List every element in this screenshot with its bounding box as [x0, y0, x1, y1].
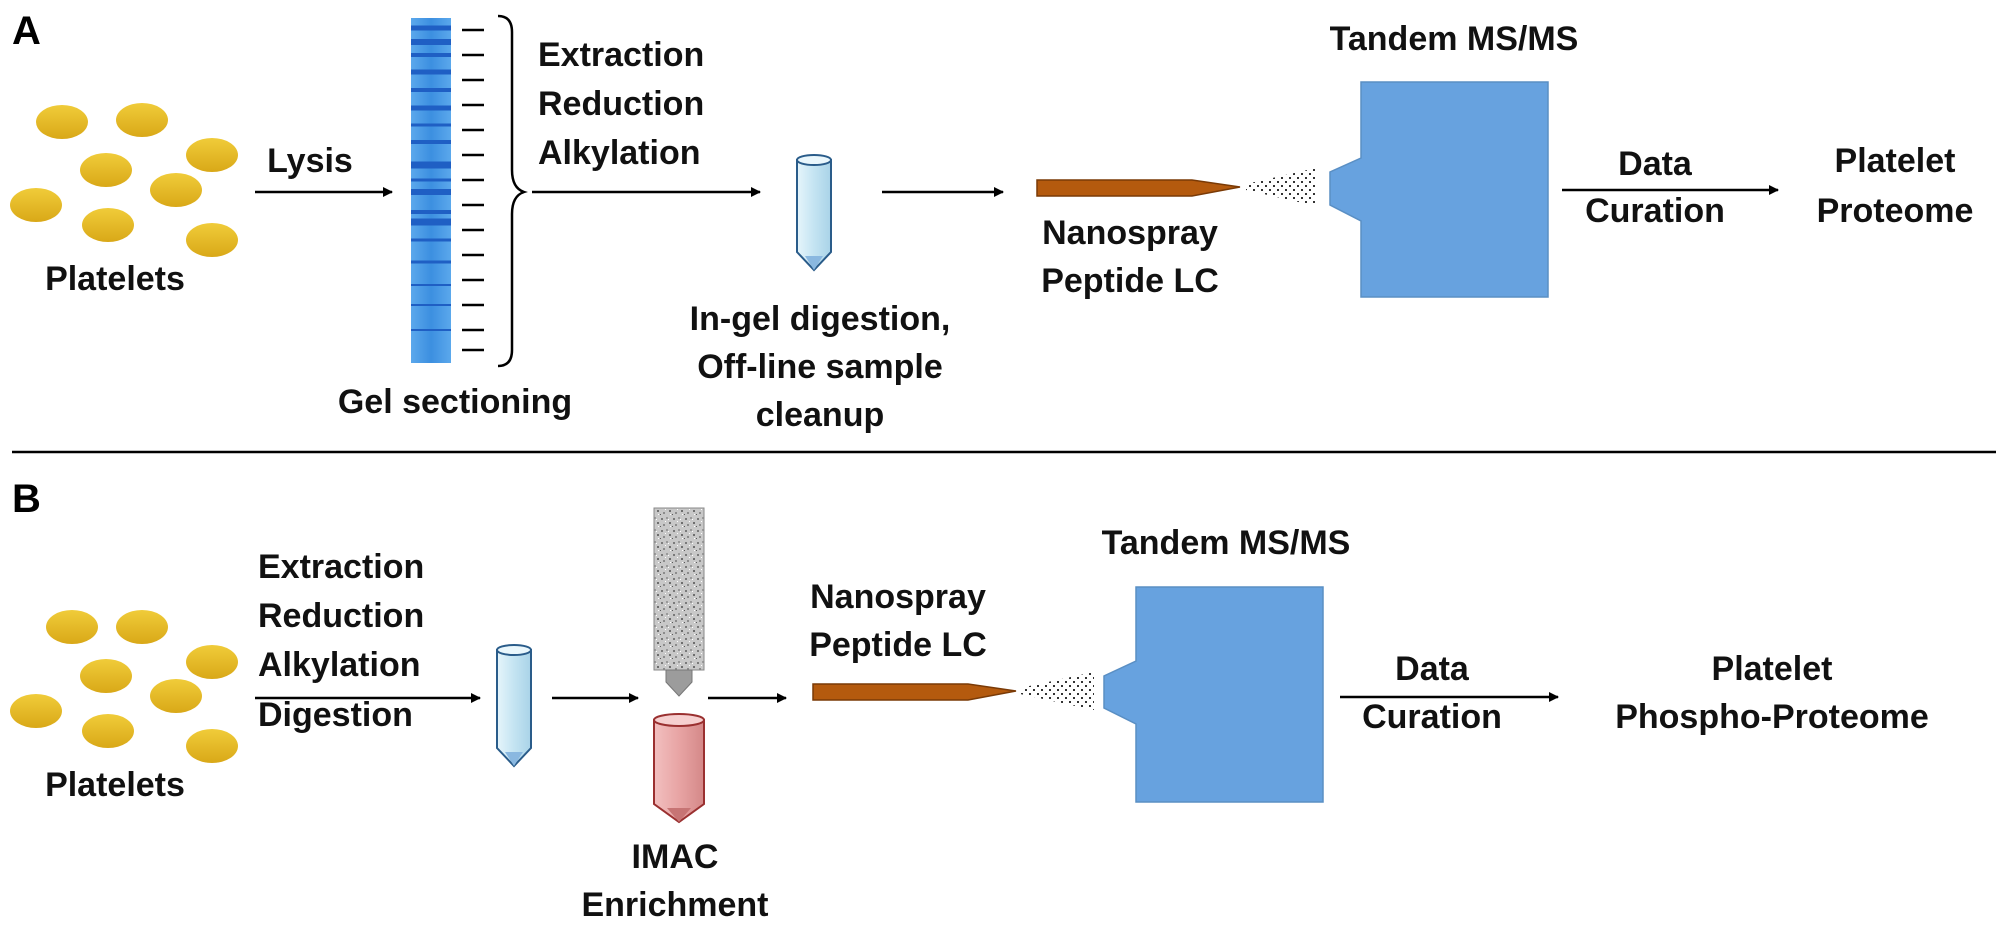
gel-brace — [497, 14, 528, 368]
platelet — [10, 694, 62, 728]
gel-section-ticks — [462, 28, 484, 352]
panel-b-letter: B — [12, 477, 41, 521]
curation-label-a-line2: Curation — [1585, 192, 1725, 230]
curation-label-a-line1: Data — [1618, 145, 1693, 183]
prep-step-alkylation-b: Alkylation — [258, 646, 420, 684]
platelet — [116, 610, 168, 644]
platelet — [186, 223, 238, 257]
platelet — [82, 208, 134, 242]
digestion-tube-a — [796, 154, 832, 272]
lc-column-b — [812, 672, 1094, 710]
platelet — [46, 610, 98, 644]
platelets-label-a: Platelets — [45, 260, 185, 298]
platelets-label-b: Platelets — [45, 766, 185, 804]
ms-label-b: Tandem MS/MS — [1102, 524, 1351, 562]
platelet — [80, 153, 132, 187]
platelet — [82, 714, 134, 748]
lysis-label: Lysis — [267, 142, 353, 180]
platelet — [10, 188, 62, 222]
result-label-b-line2: Phospho-Proteome — [1615, 698, 1929, 736]
platelet — [36, 105, 88, 139]
ms-label-a: Tandem MS/MS — [1330, 20, 1579, 58]
result-label-a-line1: Platelet — [1835, 142, 1956, 180]
digestion-label-line3: cleanup — [756, 396, 884, 434]
platelet — [150, 173, 202, 207]
platelet — [116, 103, 168, 137]
lc-label-a-line2: Peptide LC — [1041, 262, 1219, 300]
lc-label-a-line1: Nanospray — [1042, 214, 1218, 252]
platelets-cluster-a — [10, 103, 238, 257]
platelet — [186, 729, 238, 763]
gel-lane — [411, 18, 451, 363]
imac-label-line2: Enrichment — [581, 886, 768, 924]
digestion-tube-b — [496, 644, 532, 768]
platelet — [150, 679, 202, 713]
lc-label-b-line1: Nanospray — [810, 578, 986, 616]
platelet — [186, 138, 238, 172]
digestion-label-line2: Off-line sample — [697, 348, 943, 386]
platelet — [186, 645, 238, 679]
ms-instrument-b — [1103, 586, 1324, 803]
digestion-label-line1: In-gel digestion, — [690, 300, 951, 338]
imac-column-stack — [653, 507, 705, 824]
imac-tube — [653, 713, 705, 824]
prep-step-extraction-b: Extraction — [258, 548, 424, 586]
imac-resin-column — [653, 507, 705, 671]
curation-label-b-line2: Curation — [1362, 698, 1502, 736]
platelet — [80, 659, 132, 693]
platelets-cluster-b — [10, 610, 238, 763]
curation-label-b-line1: Data — [1395, 650, 1470, 688]
prep-step-digestion-b: Digestion — [258, 696, 413, 734]
prep-step-reduction-b: Reduction — [258, 597, 424, 635]
lc-label-b-line2: Peptide LC — [809, 626, 987, 664]
result-label-a-line2: Proteome — [1817, 192, 1974, 230]
gel-sectioning-label: Gel sectioning — [338, 383, 572, 421]
prep-step-alkylation-a: Alkylation — [538, 134, 700, 172]
prep-step-reduction-a: Reduction — [538, 85, 704, 123]
panel-a-letter: A — [12, 9, 41, 53]
lc-column-a — [1036, 168, 1316, 206]
prep-step-extraction-a: Extraction — [538, 36, 704, 74]
ms-instrument-a — [1329, 81, 1549, 298]
imac-label-line1: IMAC — [632, 838, 719, 876]
result-label-b-line1: Platelet — [1712, 650, 1833, 688]
